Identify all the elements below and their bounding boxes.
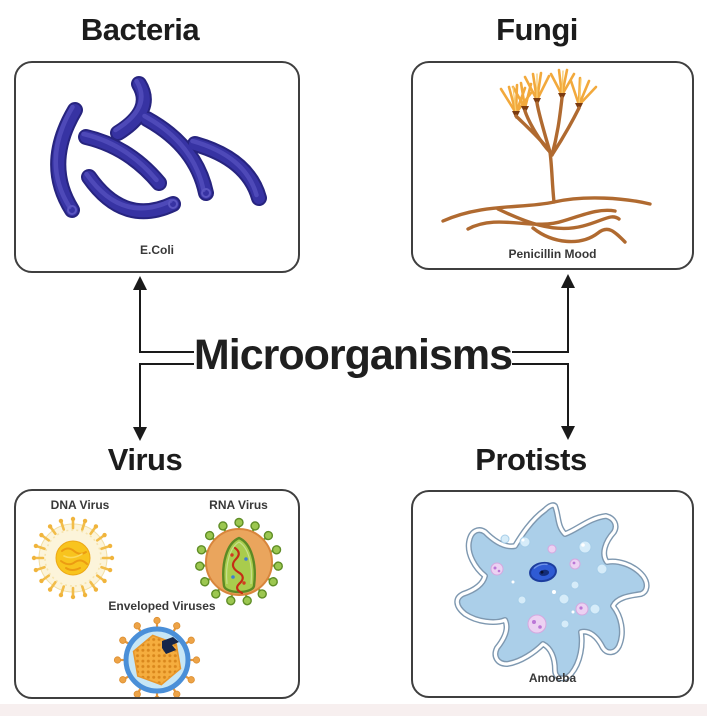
up-arrow-icon xyxy=(133,276,147,290)
virus-panel: DNA Virus RNA Virus Enveloped Viruses xyxy=(14,489,300,699)
diagram-central-label: Microorganisms xyxy=(193,331,513,379)
virus-title: Virus xyxy=(107,442,183,477)
down-arrow-icon xyxy=(133,427,147,441)
ecoli-bacteria-icon xyxy=(50,76,267,220)
up-arrow-icon xyxy=(561,274,575,288)
enveloped-virus-icon xyxy=(113,616,201,697)
penicillium-caption: Penicillin Mood xyxy=(508,247,597,261)
amoeba-icon xyxy=(413,492,692,696)
dna-virus-label: DNA Virus xyxy=(50,498,110,512)
penicillium-mold-icon xyxy=(441,68,652,244)
amoeba-caption: Amoeba xyxy=(528,671,577,685)
footer-strip xyxy=(0,704,707,716)
ecoli-caption: E.Coli xyxy=(139,243,174,257)
rna-virus-icon xyxy=(194,517,284,607)
protists-panel: Amoeba xyxy=(411,490,694,698)
dna-virus-icon xyxy=(30,515,116,601)
bacteria-title: Bacteria xyxy=(80,12,200,47)
fungi-panel: Penicillin Mood xyxy=(411,61,694,270)
protists-title: Protists xyxy=(475,442,587,477)
down-arrow-icon xyxy=(561,426,575,440)
enveloped-viruses-label: Enveloped Viruses xyxy=(108,599,216,613)
virus-illustrations xyxy=(30,515,284,697)
bacteria-panel: E.Coli xyxy=(14,61,300,273)
fungi-title: Fungi xyxy=(496,12,578,47)
rna-virus-label: RNA Virus xyxy=(209,498,268,512)
amoeba-nucleus xyxy=(529,561,557,583)
